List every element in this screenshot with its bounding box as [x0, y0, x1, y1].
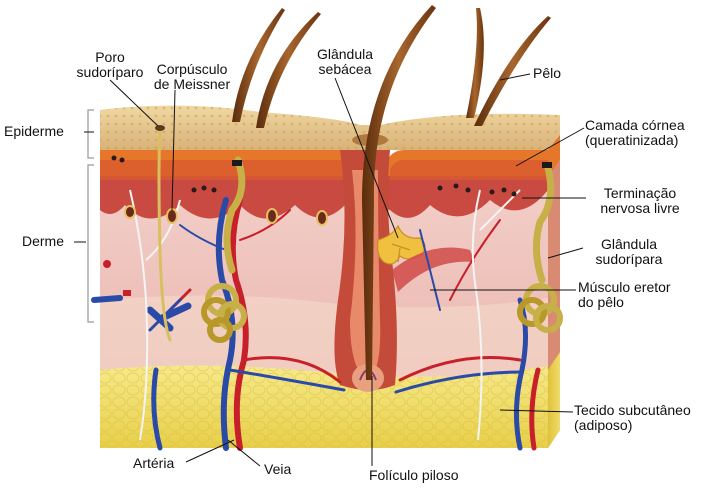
- leader-lines: [74, 73, 586, 467]
- sweat-gland-coil-right: [517, 283, 563, 333]
- label-hair-follicle: Folículo piloso: [369, 467, 459, 483]
- label-artery: Artéria: [133, 455, 175, 471]
- arrector-pili-muscle: [392, 247, 475, 292]
- label-vein: Veia: [264, 461, 292, 477]
- label-stratum-corneum: Camada córnea(queratinizada): [585, 117, 685, 148]
- label-dermis: Derme: [22, 233, 65, 249]
- subcutaneous-layer: [100, 365, 548, 448]
- label-subcutaneous-tissue: Tecido subcutâneo(adiposo): [574, 402, 691, 433]
- label-hair: Pêlo: [533, 65, 562, 81]
- sweat-glands: [157, 126, 563, 343]
- sweat-pore: [155, 125, 165, 131]
- epidermis-layer: [100, 150, 548, 180]
- label-epidermis: Epiderme: [4, 123, 64, 139]
- free-nerve-endings: [111, 155, 517, 197]
- sweat-gland-coil-left: [201, 283, 247, 343]
- layer-brackets: [87, 109, 94, 323]
- hairs: [232, 5, 551, 380]
- meissner-corpuscles: [124, 205, 328, 226]
